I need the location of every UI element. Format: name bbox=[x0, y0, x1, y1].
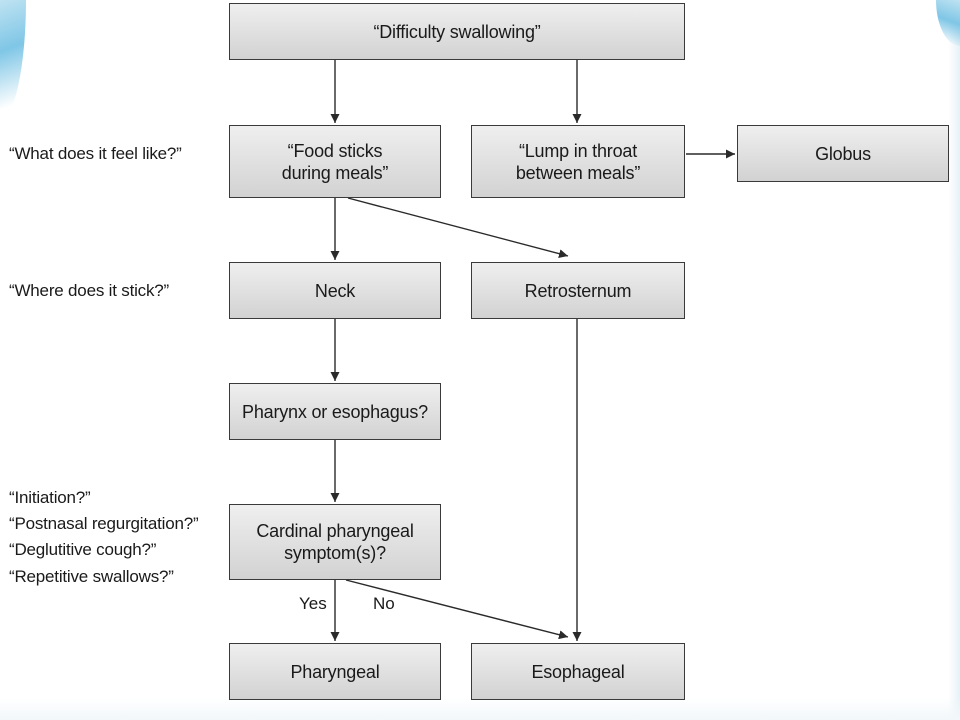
question-initiation: “Initiation?” bbox=[9, 488, 91, 507]
node-lump-in-throat-between-meals: “Lump in throat between meals” bbox=[471, 125, 685, 198]
node-retrosternum: Retrosternum bbox=[471, 262, 685, 319]
node-esophageal: Esophageal bbox=[471, 643, 685, 700]
edge-label-yes: Yes bbox=[299, 594, 327, 613]
node-pharyngeal: Pharyngeal bbox=[229, 643, 441, 700]
node-difficulty-swallowing: “Difficulty swallowing” bbox=[229, 3, 685, 60]
arrow-food-sticks-to-retrosternum bbox=[347, 197, 569, 259]
node-pharynx-or-esophagus: Pharynx or esophagus? bbox=[229, 383, 441, 440]
question-postnasal-regurgitation: “Postnasal regurgitation?” bbox=[9, 514, 199, 533]
slide-side-strip bbox=[948, 0, 960, 720]
question-deglutitive-cough: “Deglutitive cough?” bbox=[9, 540, 157, 559]
edge-label-no: No bbox=[373, 594, 395, 613]
arrow-cardinal-no-to-esophageal bbox=[345, 579, 569, 640]
node-cardinal-pharyngeal-symptoms: Cardinal pharyngeal symptom(s)? bbox=[229, 504, 441, 580]
node-neck: Neck bbox=[229, 262, 441, 319]
question-where-does-it-stick: “Where does it stick?” bbox=[9, 281, 169, 300]
node-food-sticks-during-meals: “Food sticks during meals” bbox=[229, 125, 441, 198]
question-what-does-it-feel-like: “What does it feel like?” bbox=[9, 144, 182, 163]
question-repetitive-swallows: “Repetitive swallows?” bbox=[9, 567, 174, 586]
node-globus: Globus bbox=[737, 125, 949, 182]
slide-bottom-band bbox=[0, 698, 960, 720]
